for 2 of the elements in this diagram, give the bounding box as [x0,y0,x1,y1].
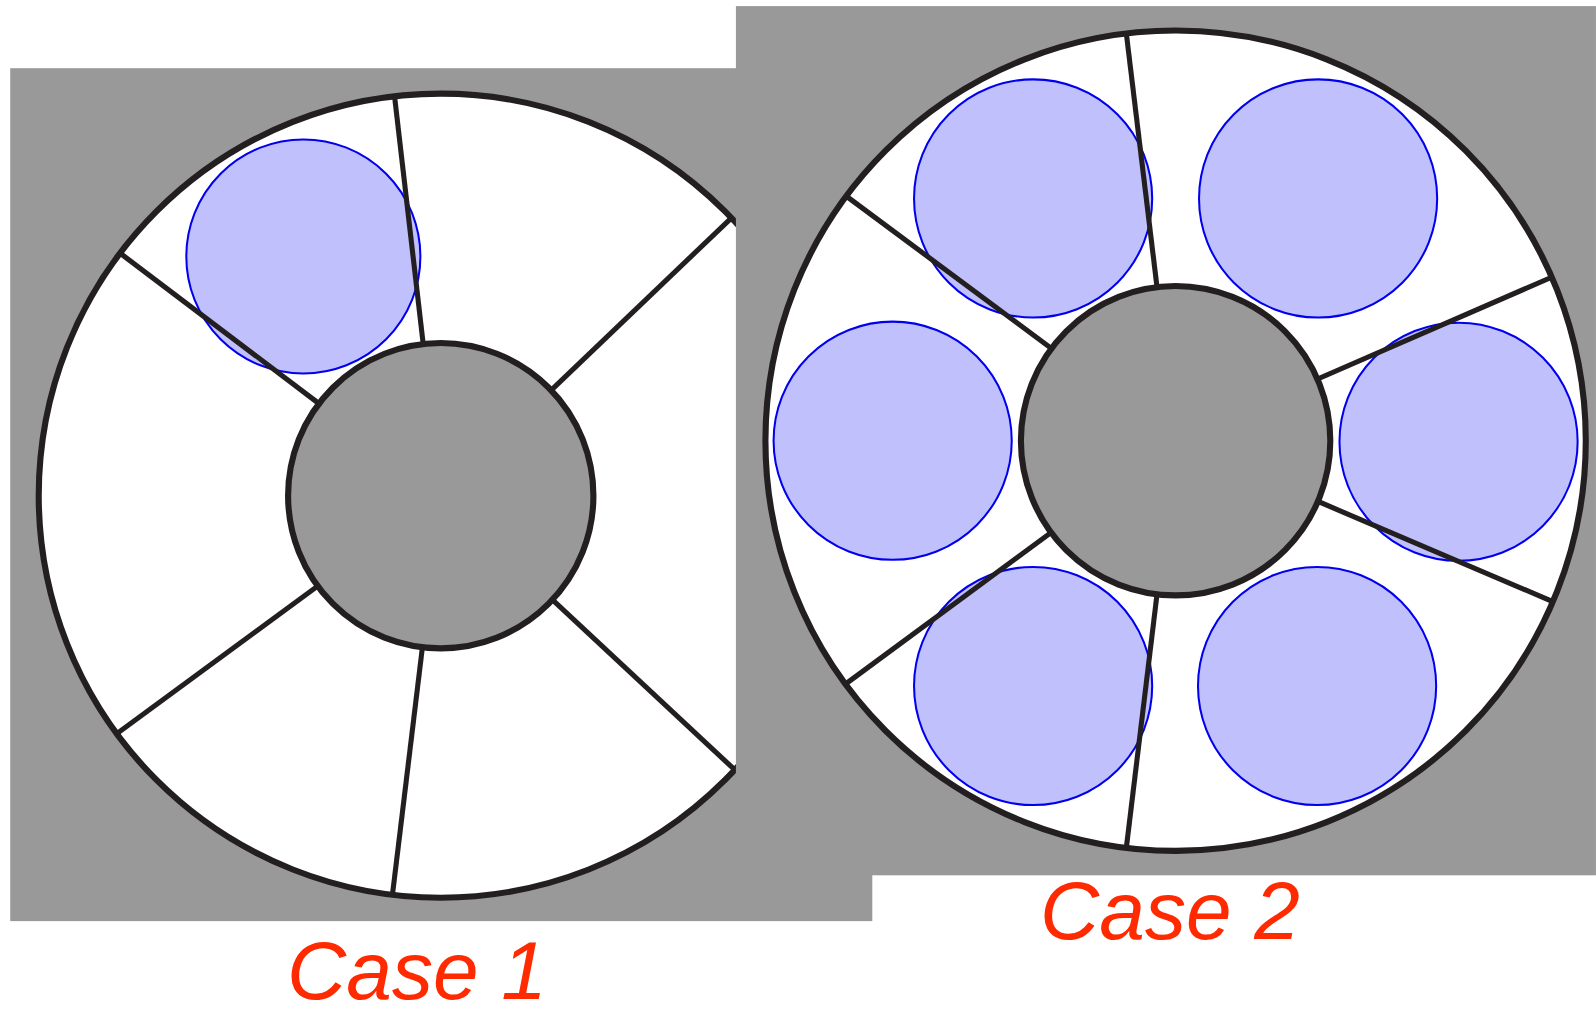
case-label: Case 2 [1040,870,1300,952]
case-label: Case 1 [287,930,547,1012]
